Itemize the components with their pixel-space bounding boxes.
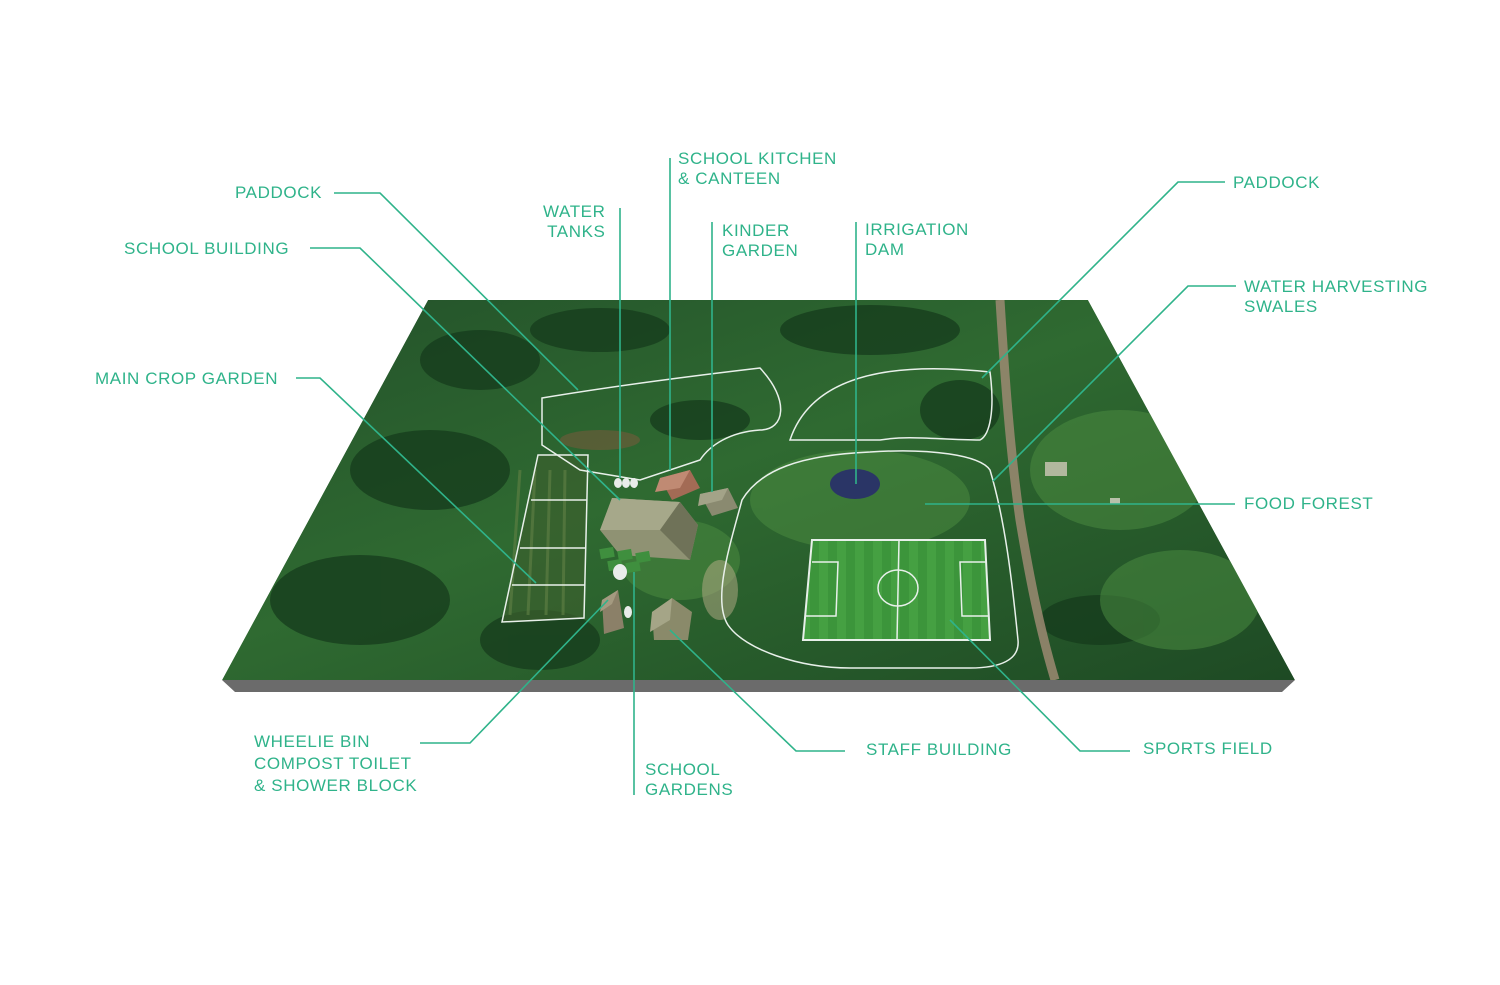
- label-paddock-right: PADDOCK: [1233, 173, 1321, 192]
- leader-wheelie-bin: [420, 599, 609, 744]
- forest-canopy: [270, 305, 1160, 670]
- dirt-road: [995, 300, 1060, 680]
- farm-shed: [1045, 462, 1067, 476]
- label-school-gardens: SCHOOL GARDENS: [645, 760, 734, 799]
- label-wheelie-bin: WHEELIE BIN COMPOST TOILET & SHOWER BLOC…: [254, 732, 418, 795]
- staff-building-block: [650, 598, 692, 640]
- label-sports-field: SPORTS FIELD: [1143, 739, 1273, 758]
- label-water-tanks: WATER TANKS: [543, 202, 606, 241]
- paddock-right-outline: [788, 367, 993, 441]
- label-paddock-left: PADDOCK: [235, 183, 323, 202]
- leader-school-building: [310, 247, 621, 501]
- water-tanks-cluster: [614, 478, 638, 488]
- leader-paddock-left: [334, 192, 579, 391]
- base-shadow: [222, 680, 1295, 692]
- bare-soil-2: [702, 560, 738, 620]
- leader-main-crop-garden: [296, 377, 537, 584]
- irrigation-dam-pond: [830, 469, 880, 499]
- label-school-kitchen: SCHOOL KITCHEN & CANTEEN: [678, 149, 837, 188]
- main-crop-garden-beds: [501, 454, 589, 623]
- food-forest-boundary: [721, 450, 1019, 669]
- label-kinder-garden: KINDER GARDEN: [722, 221, 799, 260]
- leader-staff-building: [669, 629, 845, 752]
- label-food-forest: FOOD FOREST: [1244, 494, 1374, 513]
- label-staff-building: STAFF BUILDING: [866, 740, 1012, 759]
- leader-sports-field: [949, 619, 1130, 752]
- kinder-garden-building: [698, 488, 738, 516]
- leader-water-harvesting: [992, 285, 1236, 482]
- label-irrigation-dam: IRRIGATION DAM: [865, 220, 969, 259]
- bare-soil: [560, 430, 640, 450]
- leader-lines: [296, 158, 1236, 795]
- label-main-crop-garden: MAIN CROP GARDEN: [95, 369, 279, 388]
- label-water-harvesting: WATER HARVESTING SWALES: [1244, 277, 1429, 316]
- leader-paddock-right: [981, 181, 1225, 379]
- farm-shed-2: [1110, 498, 1120, 504]
- label-school-building: SCHOOL BUILDING: [124, 239, 290, 258]
- school-building-block: [600, 498, 698, 560]
- paddock-left-outline: [541, 367, 782, 481]
- kitchen-canteen-building: [655, 470, 700, 500]
- school-garden-beds: [599, 546, 651, 574]
- sports-field-pitch: [801, 539, 992, 641]
